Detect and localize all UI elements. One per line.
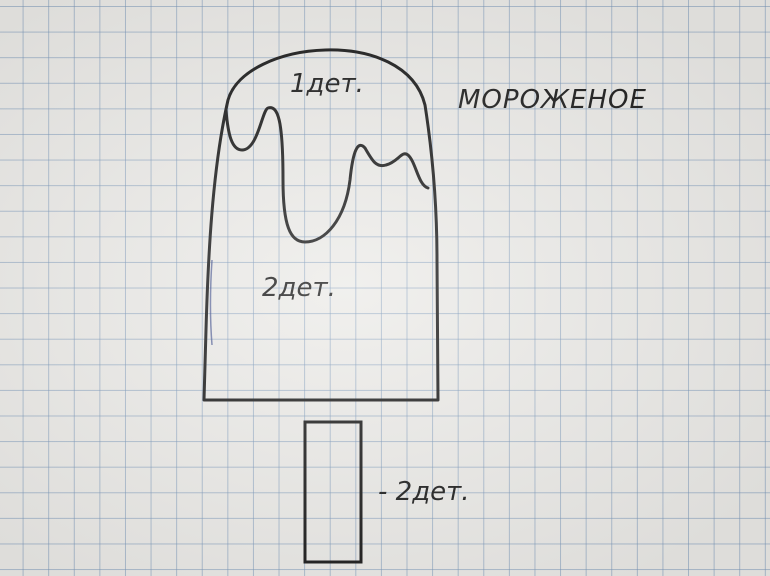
drawing-title: МОРОЖЕНОЕ [458,85,647,115]
top-part-label: 1дет. [290,69,364,99]
ice-cream-body-outline [202,48,440,402]
body-part-label: 2дет. [262,273,336,303]
stick-part-label: - 2дет. [378,477,470,507]
ice-cream-stick-outline [303,420,363,564]
pen-sketch-stroke [209,259,213,346]
glaze-drip-line [224,106,430,244]
